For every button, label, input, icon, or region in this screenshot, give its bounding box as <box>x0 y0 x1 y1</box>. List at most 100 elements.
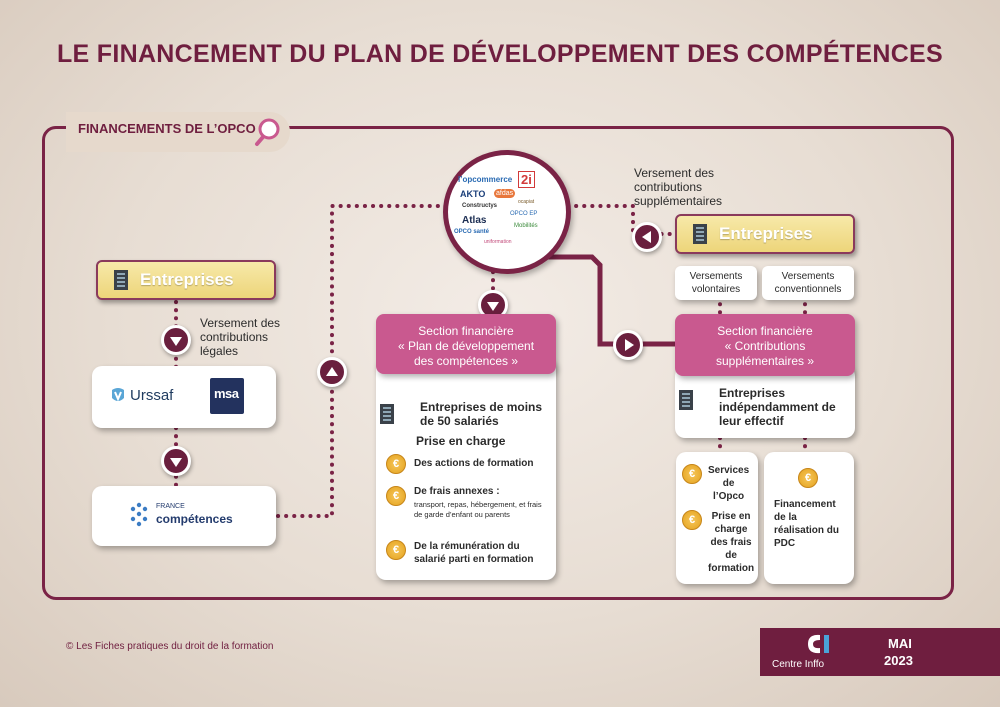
financement-text: Financement de la réalisation du PDC <box>774 498 839 550</box>
versements-volontaires-box: Versements volontaires <box>675 266 757 300</box>
opco-logo: l’opcommerce <box>458 175 513 184</box>
euro-coin-icon: € <box>682 464 702 484</box>
text-line: de la <box>774 512 797 523</box>
france-competences-logo-icon <box>130 502 148 527</box>
prise-charge-text: Prise en charge des frais de formation <box>708 510 754 575</box>
services-card: € Services de l’Opco € Prise en charge d… <box>676 452 758 584</box>
building-icon <box>693 224 707 244</box>
arrow-down-icon <box>161 325 191 355</box>
urssaf-label: Urssaf <box>130 387 174 404</box>
arrow-right-icon <box>613 330 643 360</box>
services-text: Services de l’Opco <box>708 464 749 503</box>
opco-logo: uniformation <box>484 239 512 245</box>
building-icon <box>114 270 128 290</box>
opco-logo: AKTO <box>460 189 486 199</box>
text-line: Section financière <box>717 324 813 338</box>
text-line: Versement des <box>634 166 715 180</box>
text-line: légales <box>200 344 239 358</box>
arrow-left-icon <box>632 222 662 252</box>
text-line: contributions <box>200 330 269 344</box>
text-line: volontaires <box>691 284 741 295</box>
entreprises-label: Entreprises <box>719 224 813 243</box>
text-line: Prise en <box>711 511 751 522</box>
opco-logo: OPCO EP <box>510 211 538 217</box>
footer-brand-box: Centre Inffo MAI 2023 <box>760 628 1000 676</box>
urssaf-msa-box: Urssaf msa <box>92 366 276 428</box>
building-icon <box>380 404 394 424</box>
prise-en-charge-label: Prise en charge <box>416 434 506 448</box>
opco-logo: Mobilités <box>514 223 538 229</box>
msa-logo: msa <box>210 378 244 414</box>
text-line: Versements <box>689 271 743 282</box>
brand-label: Centre Inffo <box>772 659 825 670</box>
centre-inffo-logo-icon <box>808 634 829 654</box>
opco-section-label: FINANCEMENTS DE L’OPCO <box>78 121 256 136</box>
opco-logo: Constructys <box>462 203 498 209</box>
sup-entreprises: Entreprises indépendamment de leur effec… <box>719 386 836 428</box>
france-label: FRANCE <box>156 503 185 510</box>
euro-coin-icon: € <box>386 454 406 474</box>
urssaf-logo-icon <box>112 388 124 402</box>
opco-logo: 2i <box>518 171 535 188</box>
text-line: de <box>725 550 737 561</box>
text-line: des compétences » <box>413 354 519 368</box>
france-competences-box: FRANCE compétences <box>92 486 276 546</box>
entreprises-box-right: Entreprises <box>675 214 855 254</box>
euro-coin-icon: € <box>798 468 818 488</box>
versement-legal-text: Versement des contributions légales <box>200 316 280 358</box>
msa-label: msa <box>214 386 239 401</box>
entreprises-box-left: Entreprises <box>96 260 276 300</box>
text-line: Versement des <box>200 316 281 330</box>
text-line: Financement <box>774 499 836 510</box>
pdc-item-title: De frais annexes : <box>414 486 500 497</box>
page-title: LE FINANCEMENT DU PLAN DE DÉVELOPPEMENT … <box>56 40 944 68</box>
section-pdc-header: Section financière « Plan de développeme… <box>376 314 556 374</box>
text-line: indépendamment de <box>719 400 836 414</box>
competences-label: compétences <box>156 512 233 526</box>
month-label: MAI <box>888 636 912 651</box>
text-line: Entreprises <box>719 386 786 400</box>
text-line: l’Opco <box>713 491 745 502</box>
pdc-item-title: Des actions de formation <box>414 458 534 469</box>
euro-coin-icon: € <box>682 510 702 530</box>
text-line: de <box>722 478 735 489</box>
text-line: conventionnels <box>774 284 842 295</box>
text-line: Services <box>708 465 750 476</box>
text-line: formation <box>708 563 755 574</box>
text-line: de 50 salariés <box>420 414 499 428</box>
opco-section-tab <box>66 112 290 152</box>
financement-card: € Financement de la réalisation du PDC <box>764 452 854 584</box>
section-pdc-card: Entreprises de moins de 50 salariés Pris… <box>376 358 556 580</box>
entreprises-label: Entreprises <box>140 270 234 289</box>
euro-coin-icon: € <box>386 486 406 506</box>
text-line: des frais <box>710 537 752 548</box>
magnifier-icon <box>255 118 280 146</box>
text-line: Section financière <box>418 324 514 338</box>
building-icon <box>679 390 693 410</box>
text-line: Versements <box>781 271 835 282</box>
pdc-item-detail: transport, repas, hébergement, et frais … <box>414 500 542 519</box>
section-sup-header: Section financière « Contributions suppl… <box>675 314 855 376</box>
copyright-text: © Les Fiches pratiques du droit de la fo… <box>66 641 274 652</box>
arrow-up-icon <box>317 357 347 387</box>
pdc-item-title: De la rémunération du salarié parti en f… <box>414 541 534 565</box>
arrow-down-icon <box>161 446 191 476</box>
opco-logo: ocapiat <box>518 199 535 205</box>
opco-logos-circle: l’opcommerce AKTO 2i afdas Constructys A… <box>443 150 571 274</box>
text-line: charge <box>714 524 748 535</box>
versements-conventionnels-box: Versements conventionnels <box>762 266 854 300</box>
euro-coin-icon: € <box>386 540 406 560</box>
section-sup-card: Entreprises indépendamment de leur effec… <box>675 366 855 438</box>
pdc-entreprises: Entreprises de moins de 50 salariés <box>420 400 542 428</box>
text-line: contributions <box>634 180 703 194</box>
year-label: 2023 <box>884 653 913 668</box>
text-line: supplémentaires » <box>715 354 815 368</box>
text-line: leur effectif <box>719 414 784 428</box>
text-line: « Contributions <box>724 339 806 353</box>
text-line: Entreprises de moins <box>420 400 543 414</box>
opco-logo: afdas <box>494 189 516 198</box>
opco-logo: OPCO santé <box>454 229 490 235</box>
text-line: supplémentaires <box>634 194 723 208</box>
text-line: PDC <box>774 538 796 549</box>
versement-sup-text: Versement des contributions supplémentai… <box>634 166 722 208</box>
